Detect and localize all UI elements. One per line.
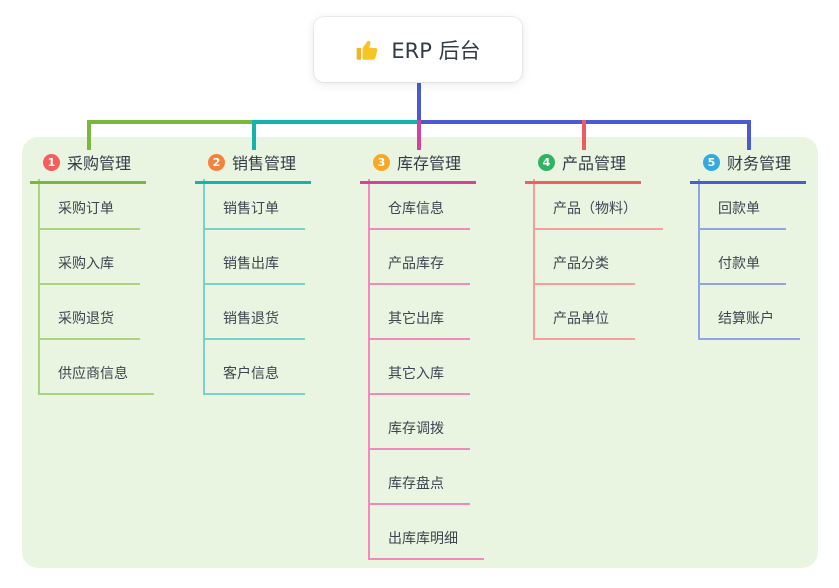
child-node[interactable]: 出库库明细	[368, 528, 484, 560]
child-node[interactable]: 回款单	[698, 198, 786, 230]
child-node[interactable]: 供应商信息	[38, 363, 154, 395]
branch-child-line-1	[38, 179, 40, 395]
branch-child-line-2	[203, 179, 205, 395]
branch-drop-line-2	[252, 120, 256, 150]
branch-number-badge: 4	[538, 153, 555, 171]
thumbs-up-icon	[355, 37, 381, 63]
child-node[interactable]: 销售出库	[203, 253, 305, 285]
branch-number-badge: 2	[208, 153, 225, 171]
branch-node-3[interactable]: 3 库存管理	[360, 148, 476, 184]
branch-number-badge: 3	[373, 153, 390, 171]
child-node[interactable]: 销售退货	[203, 308, 305, 340]
child-node[interactable]: 采购退货	[38, 308, 140, 340]
child-node[interactable]: 库存调拨	[368, 418, 470, 450]
child-node[interactable]: 产品（物料）	[533, 198, 663, 230]
branch-drop-line-3	[417, 120, 421, 150]
root-node-label: ERP 后台	[391, 38, 481, 63]
branch-child-line-3	[368, 179, 370, 560]
branch-node-1[interactable]: 1 采购管理	[30, 148, 146, 184]
child-node[interactable]: 其它入库	[368, 363, 470, 395]
branch-node-2[interactable]: 2 销售管理	[195, 148, 311, 184]
branch-node-label: 产品管理	[562, 154, 627, 173]
child-node[interactable]: 采购入库	[38, 253, 140, 285]
branch-drop-line-1	[87, 120, 91, 150]
branch-node-label: 采购管理	[67, 154, 132, 173]
root-connector-line	[417, 82, 421, 122]
child-node[interactable]: 仓库信息	[368, 198, 470, 230]
child-node[interactable]: 客户信息	[203, 363, 305, 395]
bus-line-green	[87, 120, 254, 124]
branch-panel-background	[22, 137, 818, 568]
branch-child-line-5	[698, 179, 700, 340]
child-node[interactable]: 采购订单	[38, 198, 140, 230]
branch-child-line-4	[533, 179, 535, 340]
branch-drop-line-4	[582, 120, 586, 150]
root-node[interactable]: ERP 后台	[314, 17, 522, 82]
branch-node-4[interactable]: 4 产品管理	[525, 148, 641, 184]
child-node[interactable]: 产品分类	[533, 253, 635, 285]
child-node[interactable]: 销售订单	[203, 198, 305, 230]
branch-number-badge: 1	[43, 153, 60, 171]
child-node[interactable]: 结算账户	[698, 308, 800, 340]
branch-node-label: 财务管理	[727, 154, 792, 173]
bus-line-teal	[253, 120, 418, 124]
child-node[interactable]: 其它出库	[368, 308, 470, 340]
branch-node-label: 销售管理	[232, 154, 297, 173]
branch-node-5[interactable]: 5 财务管理	[690, 148, 806, 184]
branch-drop-line-5	[747, 120, 751, 150]
branch-node-label: 库存管理	[397, 154, 462, 173]
child-node[interactable]: 产品库存	[368, 253, 470, 285]
child-node[interactable]: 产品单位	[533, 308, 635, 340]
child-node[interactable]: 付款单	[698, 253, 786, 285]
child-node[interactable]: 库存盘点	[368, 473, 470, 505]
branch-number-badge: 5	[703, 153, 720, 171]
